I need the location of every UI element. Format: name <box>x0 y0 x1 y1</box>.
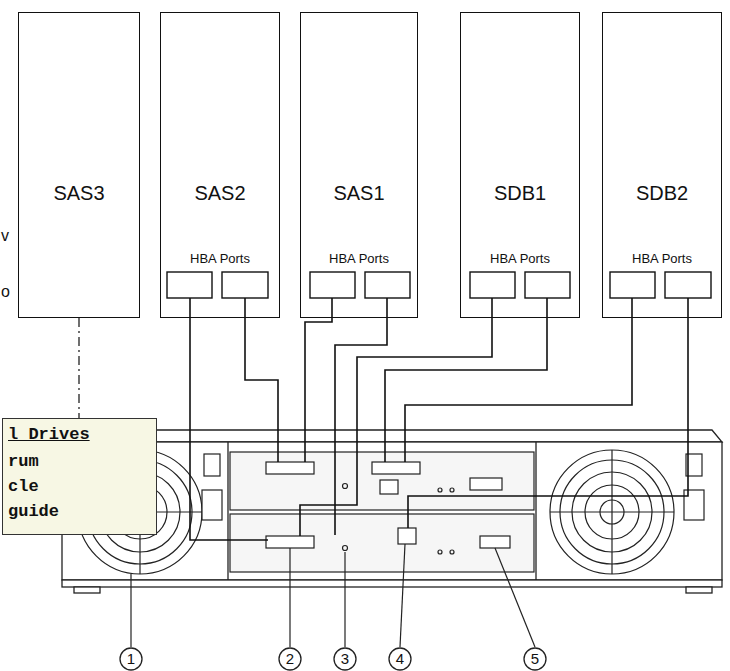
chassis <box>62 442 722 580</box>
callout-number: 2 <box>280 649 300 669</box>
fan <box>550 511 674 512</box>
hba-port <box>310 272 355 298</box>
hba-port <box>525 272 570 298</box>
leader-line <box>130 574 131 647</box>
node-text: rum cle guide <box>8 449 69 524</box>
sas-cable <box>300 298 492 536</box>
server-box: SDB1HBA Ports <box>460 12 580 318</box>
callout-number: 1 <box>121 649 141 669</box>
server-box: SAS3 <box>18 12 140 318</box>
server-box: SAS1HBA Ports <box>300 12 418 318</box>
controller-module <box>470 478 502 490</box>
sas-cable <box>335 298 387 535</box>
node-title: SAS2 <box>161 181 279 205</box>
hba-port <box>167 272 711 298</box>
leader-line <box>495 548 535 647</box>
node-text: HBA Ports <box>301 251 417 267</box>
power-socket <box>202 490 222 520</box>
controller-module <box>438 550 442 554</box>
chassis <box>227 442 228 580</box>
callout-circle <box>389 648 411 670</box>
hba-port <box>610 272 655 298</box>
callout-number: 5 <box>525 649 545 669</box>
node-title: SAS1 <box>301 181 417 205</box>
hba-port <box>665 272 711 298</box>
dash-dot-connector <box>78 318 79 418</box>
chassis <box>62 580 722 587</box>
hba-port <box>470 272 515 298</box>
controller-module <box>266 462 314 474</box>
node-text: HBA Ports <box>161 251 279 267</box>
fan <box>550 450 674 574</box>
controller-module <box>343 484 348 489</box>
callout-circle <box>120 648 142 670</box>
callout-number: 3 <box>335 649 355 669</box>
chassis <box>62 430 722 593</box>
controller-module <box>450 550 454 554</box>
controller-module <box>450 488 454 492</box>
chassis <box>686 587 712 593</box>
chassis <box>62 430 722 442</box>
cut-text: o <box>1 282 10 302</box>
chassis <box>535 442 536 580</box>
node-title: SAS3 <box>19 181 139 205</box>
callout-circle <box>279 648 301 670</box>
controller-module <box>438 488 442 492</box>
sas-cable <box>408 298 688 528</box>
leader-line <box>344 552 345 647</box>
node-text: HBA Ports <box>603 251 721 267</box>
sas-cable <box>385 298 547 462</box>
sas-cable <box>405 298 632 462</box>
sas-cable <box>305 298 332 462</box>
controller-module <box>372 462 420 474</box>
callout-circle <box>334 648 356 670</box>
controller-module <box>398 528 416 544</box>
hba-port <box>222 272 268 298</box>
node-title: SDB1 <box>461 181 579 205</box>
controller-module <box>480 536 510 548</box>
chassis <box>74 587 100 593</box>
node-title: l Drives <box>8 423 90 447</box>
leader-line <box>289 548 290 647</box>
controller-module <box>266 536 314 548</box>
controller-module <box>343 546 348 551</box>
server-box: SDB2HBA Ports <box>602 12 722 318</box>
cut-text: v <box>1 226 9 246</box>
fan <box>78 450 674 574</box>
sas-cable <box>245 298 278 462</box>
controller-module <box>230 452 534 572</box>
leader-line <box>400 544 405 647</box>
node-title: SDB2 <box>603 181 721 205</box>
leader-line <box>131 544 535 647</box>
sas-cable <box>190 298 688 540</box>
sas-cable <box>190 298 268 540</box>
hba-port <box>365 272 410 298</box>
node-text: HBA Ports <box>461 251 579 267</box>
controller-module <box>380 480 398 494</box>
controller-module <box>230 452 534 510</box>
hba-port <box>167 272 212 298</box>
callout-circle <box>120 648 546 670</box>
callout-number: 4 <box>390 649 410 669</box>
server-box: SAS2HBA Ports <box>160 12 280 318</box>
power-socket <box>204 454 220 476</box>
controller-module <box>230 514 534 572</box>
callout-circle <box>524 648 546 670</box>
tooltip-box: l Drivesrum cle guide <box>2 418 157 535</box>
power-socket <box>684 490 704 520</box>
